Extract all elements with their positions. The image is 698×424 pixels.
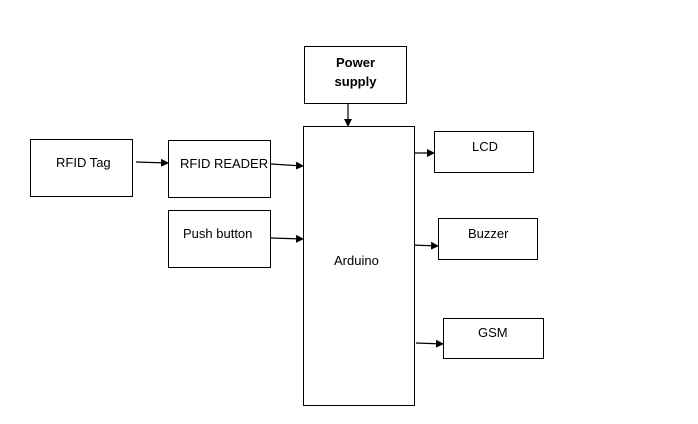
lcd-label: LCD bbox=[472, 139, 499, 154]
lcd-block: LCD bbox=[434, 131, 534, 173]
rfid-tag-label: RFID Tag bbox=[56, 155, 111, 170]
arrow-arduino-to-buzzer bbox=[411, 241, 439, 250]
arrow-reader-to-arduino bbox=[270, 161, 304, 170]
arrow-rfid-tag-to-reader bbox=[135, 158, 169, 167]
rfid-reader-label: RFID READER bbox=[180, 156, 269, 171]
power-supply-block: Power supply bbox=[304, 46, 407, 104]
rfid-tag-block: RFID Tag bbox=[30, 139, 133, 197]
buzzer-label: Buzzer bbox=[468, 226, 509, 241]
power-supply-label: Power supply bbox=[334, 55, 377, 89]
buzzer-block: Buzzer bbox=[438, 218, 538, 260]
gsm-block: GSM bbox=[443, 318, 544, 359]
arduino-block: Arduino bbox=[303, 126, 415, 406]
gsm-label: GSM bbox=[478, 325, 508, 340]
arduino-label: Arduino bbox=[334, 253, 379, 268]
push-button-label: Push button bbox=[183, 226, 253, 241]
rfid-reader-block: RFID READER bbox=[168, 140, 271, 198]
arrow-push-button-to-arduino bbox=[270, 234, 304, 243]
arrow-arduino-to-gsm bbox=[415, 339, 444, 348]
push-button-block: Push button bbox=[168, 210, 271, 268]
